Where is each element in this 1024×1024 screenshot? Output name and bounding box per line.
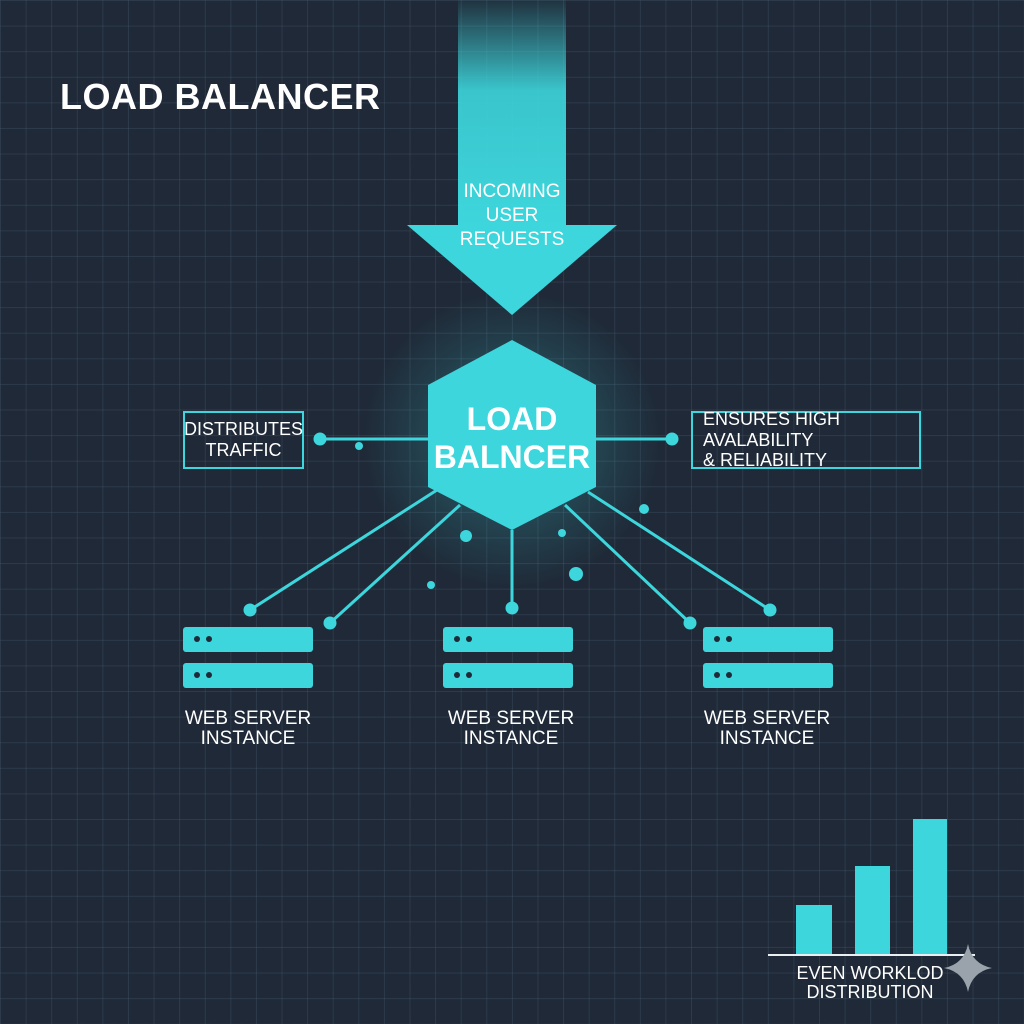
incoming-line-3: REQUESTS (459, 229, 565, 250)
workload-line-1: EVEN WORKLOD (796, 963, 944, 983)
page-title: LOAD BALANCER (60, 76, 381, 117)
connector-lines (243, 432, 777, 630)
server-label-line-2: INSTANCE (719, 727, 815, 749)
right-note-line-2: & RELIABILITY (703, 450, 828, 471)
server-icons (183, 627, 833, 688)
workload-line-2: DISTRIBUTION (806, 981, 934, 1002)
bar-3 (913, 819, 947, 955)
sparkle-icon (944, 944, 992, 992)
server-label-line-1: WEB SERVER (184, 708, 312, 729)
load-balancer-label: LOAD BALNCER (428, 400, 596, 476)
hub-line-2: BALNCER (433, 439, 591, 475)
bar-2 (855, 866, 890, 955)
incoming-line-1: INCOMING (463, 181, 561, 202)
left-note-line-2: TRAFFIC (205, 440, 282, 460)
load-balancer-hexagon (428, 340, 596, 530)
left-note-line-1: DISTRIBUTES (184, 419, 304, 440)
hub-line-1: LOAD (466, 401, 558, 437)
server-label-line-2: INSTANCE (463, 727, 559, 749)
server-label-line-2: INSTANCE (200, 727, 296, 749)
server-label-line-1: WEB SERVER (703, 708, 831, 729)
incoming-requests-label: INCOMING USER REQUESTS (458, 180, 566, 252)
server-icon (183, 627, 313, 688)
server-label-line-1: WEB SERVER (447, 708, 575, 729)
right-note-line-1: ENSURES HIGH AVALABILITY (703, 408, 841, 450)
incoming-arrow (407, 0, 617, 315)
bar-1 (796, 905, 832, 955)
incoming-line-2: USER (485, 205, 539, 226)
workload-bar-chart (768, 819, 975, 956)
high-availability-note: ENSURES HIGH AVALABILITY& RELIABILITY (691, 408, 921, 471)
